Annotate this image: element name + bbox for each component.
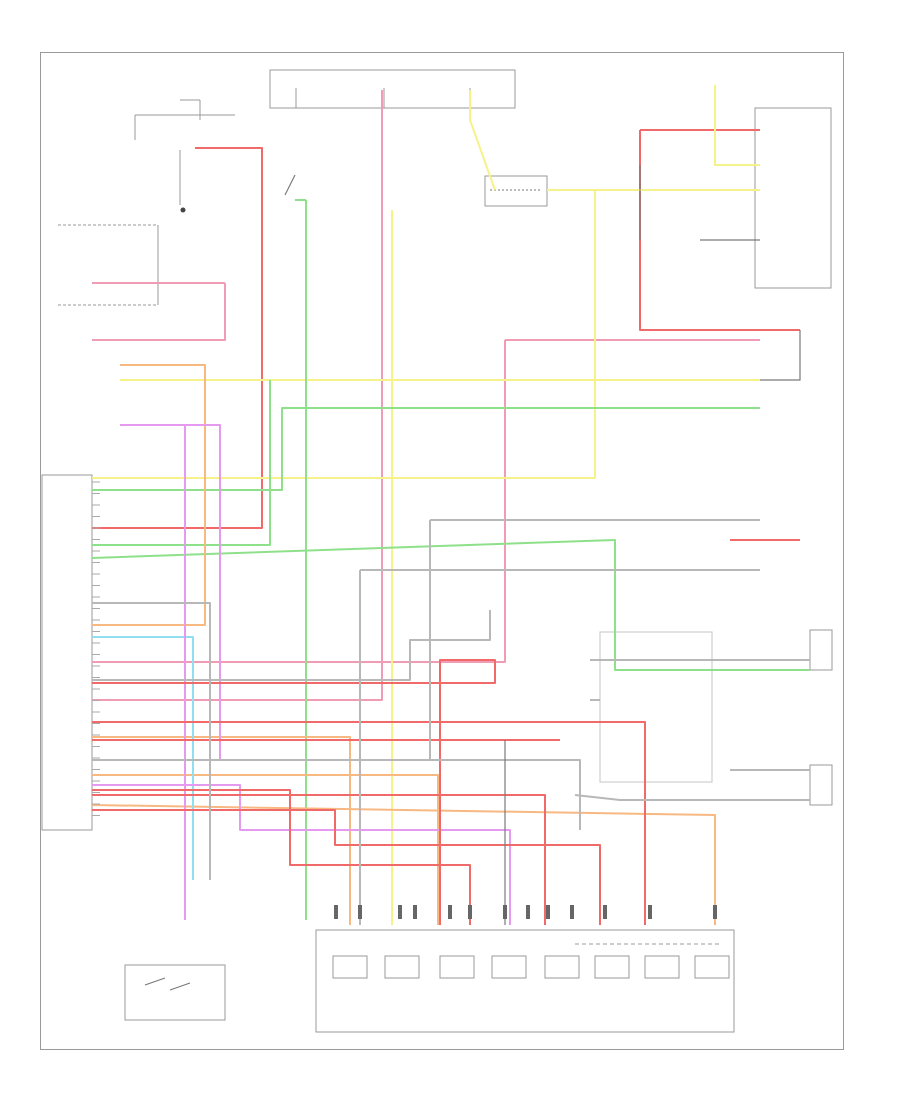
terminal-5 <box>448 905 452 919</box>
terminal-6 <box>468 905 472 919</box>
terminal-13 <box>713 905 717 919</box>
wire-yellow-13 <box>92 190 596 479</box>
instrument-cluster <box>58 224 159 306</box>
wire-yellow-11 <box>714 85 760 166</box>
terminal-1 <box>334 905 338 919</box>
wire-green-17 <box>92 380 271 546</box>
wire-orange-20 <box>92 736 351 925</box>
wire-dark-47 <box>760 330 801 381</box>
wire-red-32 <box>92 721 646 925</box>
right-components <box>484 107 833 806</box>
wire-green-18 <box>91 539 810 671</box>
wire-gray-41 <box>92 610 491 681</box>
wire-red-29 <box>92 789 471 925</box>
wire-red-3 <box>639 130 800 331</box>
fuse-panel <box>269 69 516 109</box>
wire-green-19 <box>92 407 760 491</box>
wire-red-1 <box>92 147 263 529</box>
pcm-connector <box>41 474 93 831</box>
terminal-2 <box>358 905 362 919</box>
wire-violet-26 <box>92 424 221 761</box>
wire-gray-35 <box>92 602 211 880</box>
wire-dark-48 <box>284 174 296 196</box>
wire-red-31 <box>92 794 546 925</box>
transmission-box <box>315 929 735 1033</box>
wire-violet-27 <box>92 784 511 925</box>
wire-orange-22 <box>91 804 716 925</box>
wire-red-30 <box>92 809 601 925</box>
terminal-7 <box>503 905 507 919</box>
terminal-9 <box>546 905 550 919</box>
wire-gray-42 <box>92 759 581 830</box>
wire-pink-7 <box>92 340 506 663</box>
wire-layer <box>91 85 810 925</box>
terminal-11 <box>603 905 607 919</box>
wire-orange-21 <box>92 774 439 925</box>
wire-yellow-9 <box>469 90 496 191</box>
terminal-layer <box>92 481 717 919</box>
diagram-frame <box>40 52 844 1050</box>
wire-pink-8 <box>92 90 383 701</box>
wire-orange-23 <box>92 364 206 626</box>
terminal-12 <box>648 905 652 919</box>
terminal-10 <box>570 905 574 919</box>
wire-cyan-24 <box>92 636 194 880</box>
wire-pink-4 <box>92 283 226 341</box>
upper-left-components <box>134 99 235 213</box>
wire-gray-40 <box>574 794 810 801</box>
terminal-3 <box>398 905 402 919</box>
terminal-8 <box>526 905 530 919</box>
transmission-range-switch <box>124 964 226 1021</box>
terminal-4 <box>413 905 417 919</box>
